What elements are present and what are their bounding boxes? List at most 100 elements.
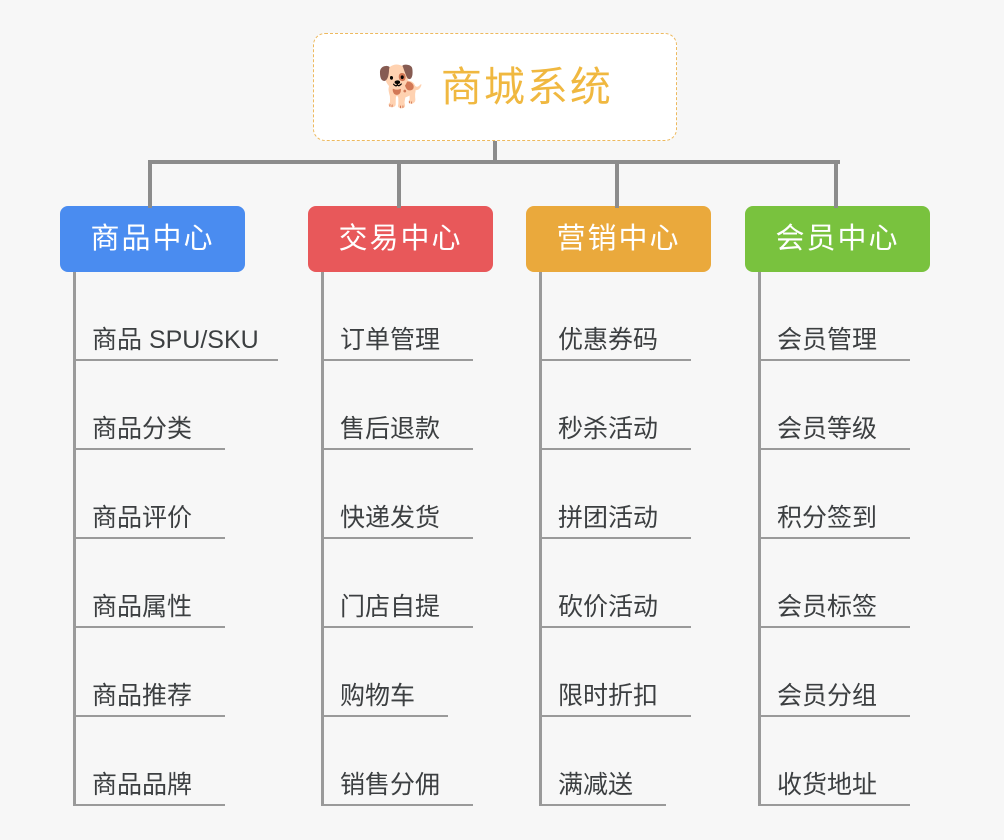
leaf-underline xyxy=(73,448,225,450)
leaf-item-label: 秒杀活动 xyxy=(558,415,659,443)
column-trunk-line xyxy=(758,272,761,806)
leaf-item-label: 订单管理 xyxy=(340,326,441,354)
leaf-underline xyxy=(321,448,473,450)
leaf-underline xyxy=(73,537,225,539)
leaf-item[interactable]: 会员管理 xyxy=(745,272,930,361)
leaf-item[interactable]: 满减送 xyxy=(526,717,711,806)
leaf-underline xyxy=(539,359,691,361)
connector-horizontal-bus xyxy=(150,160,840,164)
leaf-underline xyxy=(758,448,910,450)
connector-drop-marketing-center xyxy=(615,160,619,208)
leaf-list-product-center: 商品 SPU/SKU 商品分类商品评价商品属性商品推荐商品品牌 xyxy=(60,272,278,806)
leaf-underline xyxy=(73,804,225,806)
leaf-item[interactable]: 收货地址 xyxy=(745,717,930,806)
category-header-member-center[interactable]: 会员中心 xyxy=(745,206,930,272)
leaf-item-label: 收货地址 xyxy=(777,771,878,799)
leaf-underline xyxy=(539,715,691,717)
leaf-item[interactable]: 积分签到 xyxy=(745,450,930,539)
column-trade-center: 交易中心订单管理售后退款快递发货门店自提购物车销售分佣 xyxy=(308,206,493,806)
shiba-dog-face-icon: 🐕 xyxy=(377,65,427,109)
leaf-list-marketing-center: 优惠券码秒杀活动拼团活动砍价活动限时折扣满减送 xyxy=(526,272,711,806)
root-node-title: 商城系统 xyxy=(440,63,613,110)
leaf-item[interactable]: 订单管理 xyxy=(308,272,493,361)
category-header-label: 交易中心 xyxy=(338,222,463,255)
column-trunk-line xyxy=(321,272,324,806)
leaf-item-label: 限时折扣 xyxy=(558,682,659,710)
leaf-underline xyxy=(539,626,691,628)
connector-drop-member-center xyxy=(834,160,838,208)
leaf-item[interactable]: 会员等级 xyxy=(745,361,930,450)
leaf-item-label: 拼团活动 xyxy=(558,504,659,532)
leaf-item[interactable]: 商品分类 xyxy=(60,361,259,450)
leaf-item-label: 购物车 xyxy=(340,682,416,710)
leaf-item-label: 商品分类 xyxy=(92,415,193,443)
leaf-item-label: 售后退款 xyxy=(340,415,441,443)
leaf-underline xyxy=(321,359,473,361)
leaf-item[interactable]: 拼团活动 xyxy=(526,450,711,539)
leaf-item[interactable]: 快递发货 xyxy=(308,450,493,539)
leaf-list-trade-center: 订单管理售后退款快递发货门店自提购物车销售分佣 xyxy=(308,272,493,806)
leaf-item[interactable]: 门店自提 xyxy=(308,539,493,628)
leaf-item-label: 满减送 xyxy=(558,771,634,799)
leaf-item-label: 商品 SPU/SKU xyxy=(92,326,259,354)
leaf-item-label: 商品属性 xyxy=(92,593,193,621)
leaf-underline xyxy=(758,804,910,806)
category-header-label: 会员中心 xyxy=(775,222,900,255)
leaf-item[interactable]: 商品属性 xyxy=(60,539,259,628)
category-header-product-center[interactable]: 商品中心 xyxy=(60,206,245,272)
leaf-item-label: 砍价活动 xyxy=(558,593,659,621)
leaf-item[interactable]: 商品推荐 xyxy=(60,628,259,717)
leaf-item[interactable]: 商品品牌 xyxy=(60,717,259,806)
leaf-item-label: 门店自提 xyxy=(340,593,441,621)
root-node[interactable]: 🐕 商城系统 xyxy=(313,33,677,141)
leaf-item-label: 积分签到 xyxy=(777,504,878,532)
leaf-item[interactable]: 商品 SPU/SKU xyxy=(60,272,278,361)
leaf-item[interactable]: 优惠券码 xyxy=(526,272,711,361)
leaf-item[interactable]: 会员标签 xyxy=(745,539,930,628)
column-product-center: 商品中心商品 SPU/SKU 商品分类商品评价商品属性商品推荐商品品牌 xyxy=(60,206,278,806)
leaf-underline xyxy=(539,448,691,450)
leaf-underline xyxy=(321,537,473,539)
leaf-underline xyxy=(321,804,473,806)
column-trunk-line xyxy=(73,272,76,806)
leaf-underline xyxy=(321,626,473,628)
connector-drop-product-center xyxy=(148,160,152,208)
leaf-item[interactable]: 限时折扣 xyxy=(526,628,711,717)
leaf-item-label: 商品推荐 xyxy=(92,682,193,710)
column-marketing-center: 营销中心优惠券码秒杀活动拼团活动砍价活动限时折扣满减送 xyxy=(526,206,711,806)
column-trunk-line xyxy=(539,272,542,806)
leaf-item[interactable]: 销售分佣 xyxy=(308,717,493,806)
leaf-underline xyxy=(73,715,225,717)
leaf-underline xyxy=(758,715,910,717)
column-member-center: 会员中心会员管理会员等级积分签到会员标签会员分组收货地址 xyxy=(745,206,930,806)
leaf-item[interactable]: 商品评价 xyxy=(60,450,259,539)
leaf-underline xyxy=(758,359,910,361)
category-header-trade-center[interactable]: 交易中心 xyxy=(308,206,493,272)
leaf-item-label: 会员分组 xyxy=(777,682,878,710)
leaf-item-label: 商品评价 xyxy=(92,504,193,532)
leaf-item[interactable]: 购物车 xyxy=(308,628,493,717)
leaf-item-label: 会员管理 xyxy=(777,326,878,354)
category-header-label: 营销中心 xyxy=(556,222,681,255)
leaf-item-label: 优惠券码 xyxy=(558,326,659,354)
leaf-underline xyxy=(539,537,691,539)
leaf-item[interactable]: 砍价活动 xyxy=(526,539,711,628)
connector-root-stem xyxy=(493,141,497,163)
category-header-marketing-center[interactable]: 营销中心 xyxy=(526,206,711,272)
leaf-underline xyxy=(73,359,278,361)
leaf-item[interactable]: 会员分组 xyxy=(745,628,930,717)
leaf-item-label: 快递发货 xyxy=(340,504,441,532)
category-header-label: 商品中心 xyxy=(90,222,215,255)
leaf-underline xyxy=(758,626,910,628)
leaf-item-label: 商品品牌 xyxy=(92,771,193,799)
leaf-item[interactable]: 售后退款 xyxy=(308,361,493,450)
leaf-underline xyxy=(321,715,448,717)
connector-drop-trade-center xyxy=(397,160,401,208)
leaf-underline xyxy=(73,626,225,628)
leaf-item-label: 会员等级 xyxy=(777,415,878,443)
leaf-item[interactable]: 秒杀活动 xyxy=(526,361,711,450)
leaf-item-label: 销售分佣 xyxy=(340,771,441,799)
leaf-list-member-center: 会员管理会员等级积分签到会员标签会员分组收货地址 xyxy=(745,272,930,806)
leaf-underline xyxy=(539,804,666,806)
